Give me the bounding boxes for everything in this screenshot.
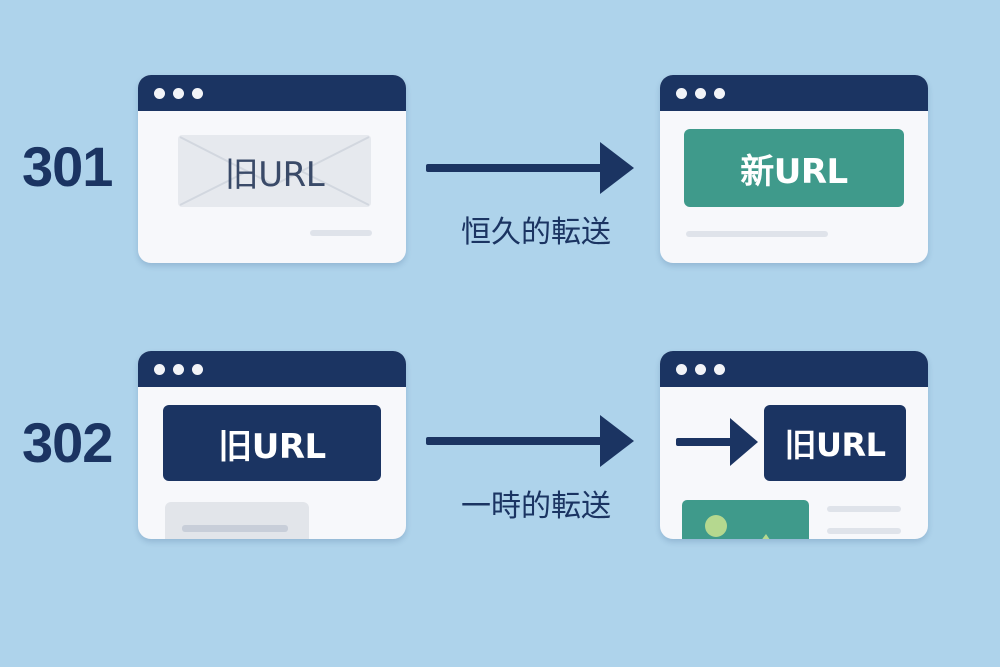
target-old-url-label: 旧URL — [784, 426, 886, 464]
card-text-line — [182, 525, 288, 532]
browser-window-new-url-301: 新URL — [660, 75, 928, 263]
window-dot-icon — [676, 88, 687, 99]
inner-right-arrow-icon — [676, 418, 758, 466]
window-dot-icon — [695, 88, 706, 99]
content-line — [827, 528, 901, 534]
window-dot-icon — [173, 364, 184, 375]
window-titlebar — [138, 351, 406, 387]
status-code-302: 302 — [22, 411, 113, 474]
browser-window-old-url-301: 旧URL — [138, 75, 406, 263]
browser-window-temporary-target-302: 旧URL — [660, 351, 928, 539]
new-url-label: 新URL — [740, 151, 848, 192]
window-dot-icon — [676, 364, 687, 375]
window-dot-icon — [154, 364, 165, 375]
content-line — [310, 230, 372, 236]
status-code-301: 301 — [22, 135, 113, 198]
window-dot-icon — [192, 88, 203, 99]
target-old-url-box: 旧URL — [764, 405, 906, 481]
new-url-box: 新URL — [684, 129, 904, 207]
image-icon — [705, 515, 770, 539]
right-arrow-icon — [426, 415, 634, 467]
right-arrow-icon — [426, 142, 634, 194]
old-url-label: 旧URL — [224, 154, 325, 195]
content-line — [827, 506, 901, 512]
window-dot-icon — [695, 364, 706, 375]
browser-window-old-url-302: 旧URL — [138, 351, 406, 539]
temporary-redirect-label: 一時的転送 — [461, 489, 611, 524]
old-url-label: 旧URL — [218, 426, 326, 467]
window-dot-icon — [714, 88, 725, 99]
old-url-box: 旧URL — [163, 405, 381, 481]
window-titlebar — [660, 75, 928, 111]
image-placeholder-icon — [682, 500, 809, 539]
window-titlebar — [660, 351, 928, 387]
window-dot-icon — [714, 364, 725, 375]
permanent-redirect-label: 恒久的転送 — [461, 215, 611, 250]
window-dot-icon — [154, 88, 165, 99]
window-dot-icon — [173, 88, 184, 99]
content-card — [165, 502, 309, 539]
old-url-envelope: 旧URL — [178, 135, 371, 207]
window-dot-icon — [192, 364, 203, 375]
envelope-icon — [179, 136, 370, 206]
content-line — [686, 231, 828, 237]
window-titlebar — [138, 75, 406, 111]
